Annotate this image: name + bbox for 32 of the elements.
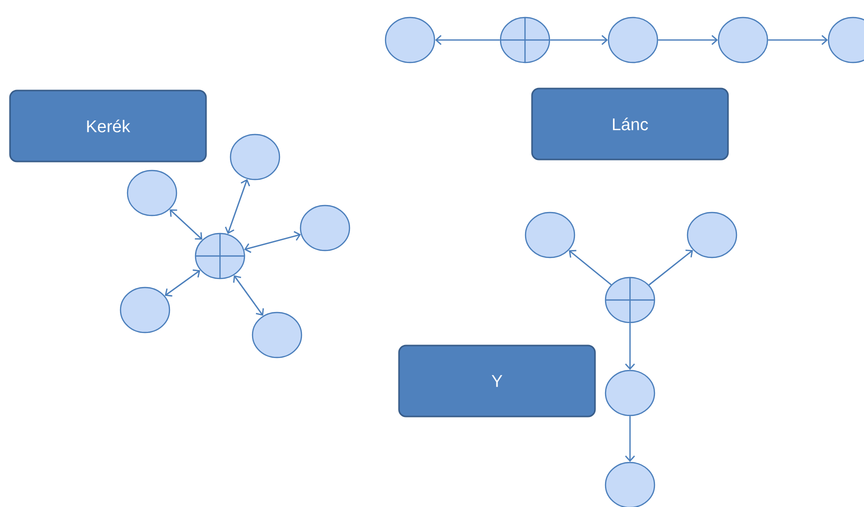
arrow — [625, 416, 635, 462]
arrow — [233, 275, 264, 316]
arrow — [224, 178, 250, 234]
arrow — [625, 323, 635, 370]
label-box: Kerék — [9, 90, 207, 162]
circle — [126, 170, 178, 216]
circle — [300, 204, 350, 252]
circle — [524, 212, 576, 258]
arrow — [435, 35, 500, 45]
label-box: Y — [398, 344, 596, 418]
circle — [604, 462, 656, 507]
arrow — [648, 250, 693, 286]
circle — [252, 312, 302, 358]
crossed-circle — [500, 16, 550, 64]
circle — [828, 16, 864, 64]
arrow — [164, 269, 200, 297]
circle — [686, 212, 738, 258]
circle — [608, 16, 658, 64]
circle — [120, 286, 170, 334]
crossed-circle — [194, 232, 246, 280]
arrow — [244, 231, 301, 253]
arrow — [550, 35, 608, 45]
circle — [384, 16, 436, 64]
circle — [718, 16, 768, 64]
arrow — [658, 35, 718, 45]
circle — [604, 370, 656, 416]
arrow — [568, 250, 612, 286]
circle — [230, 134, 280, 180]
crossed-circle — [604, 276, 656, 324]
arrow — [170, 209, 202, 240]
arrow — [768, 35, 828, 45]
label-box: Lánc — [531, 88, 729, 160]
